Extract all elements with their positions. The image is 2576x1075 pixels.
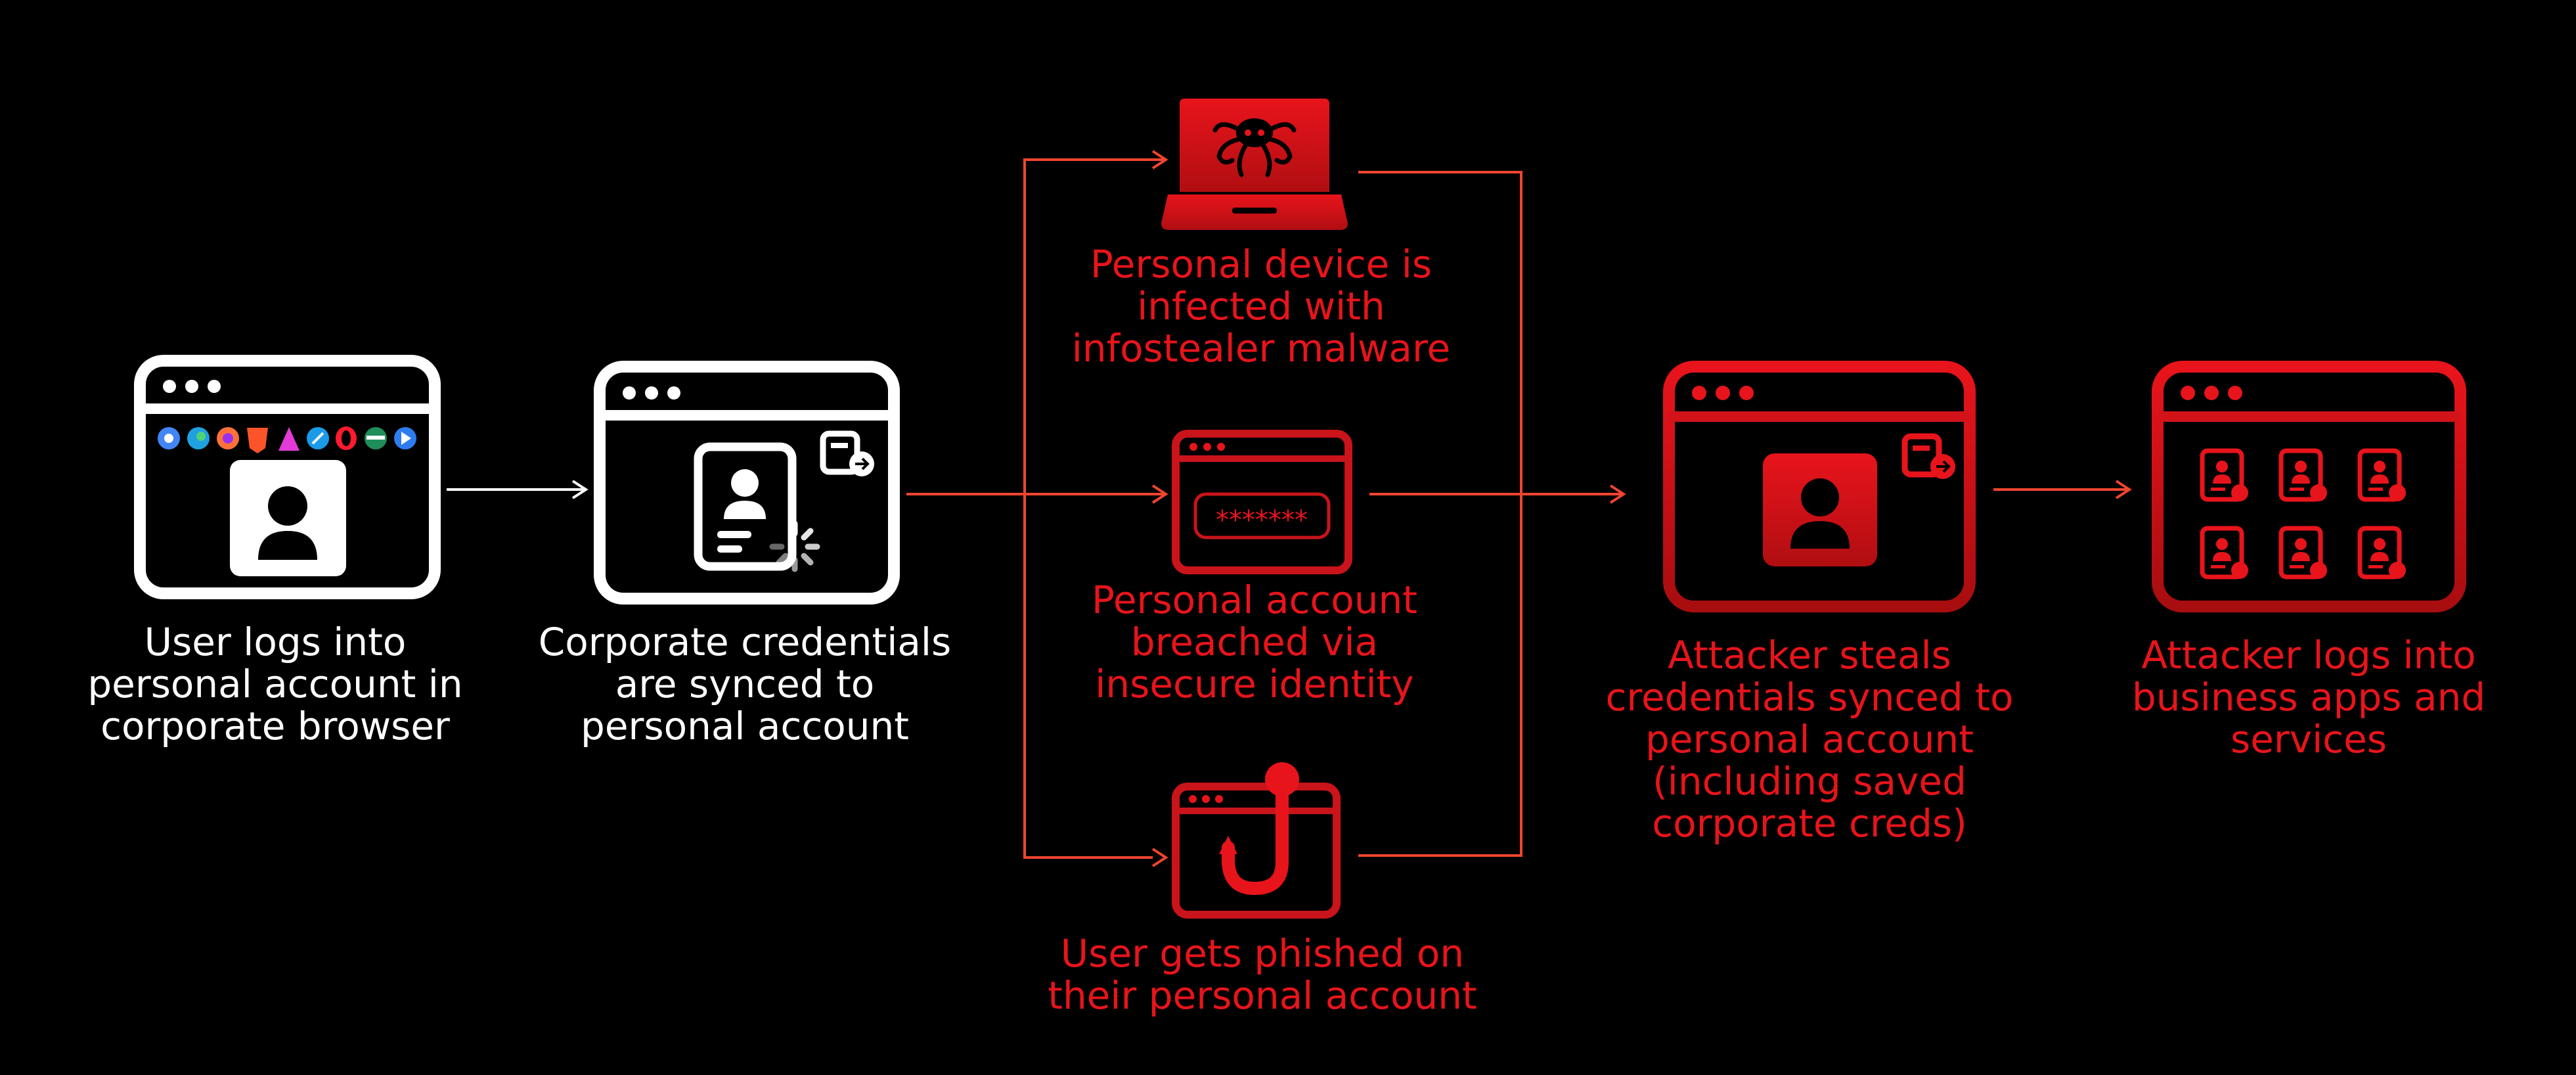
- vector3-label: User gets phished on their personal acco…: [1048, 931, 1477, 1018]
- employee-badge-icon: [2360, 451, 2406, 501]
- octopus-icon: [1212, 118, 1297, 177]
- phishing-hook-icon: [1172, 762, 1341, 919]
- password-mask: *******: [1216, 505, 1308, 536]
- step3-label: Attacker steals credentials synced to pe…: [1605, 633, 2014, 846]
- employee-badge-icon: [2281, 528, 2327, 579]
- step4-label: Attacker logs into business apps and ser…: [2131, 633, 2486, 762]
- browser-login-icon: [134, 355, 441, 599]
- arrow-step3-to-step4: [1993, 480, 2132, 499]
- arrow-step1-to-step2: [447, 480, 588, 499]
- step1-label: User logs into personal account in corpo…: [87, 620, 463, 748]
- vector1-label: Personal device is infected with infoste…: [1071, 242, 1451, 371]
- loading-spinner-icon: [769, 520, 820, 572]
- step2-label: Corporate credentials are synced to pers…: [538, 620, 952, 748]
- credential-sync-icon: [594, 361, 900, 605]
- employee-badge-icon: [2360, 528, 2406, 579]
- business-apps-icon: [2152, 361, 2466, 612]
- employee-badge-icon: [2200, 448, 2248, 502]
- infected-laptop-icon: [1161, 99, 1348, 230]
- branch-lines: [906, 150, 1626, 867]
- sync-drive-icon: [820, 430, 874, 476]
- connectors: [447, 150, 2132, 867]
- stolen-credentials-icon: [1663, 361, 1976, 612]
- password-breach-icon: *******: [1172, 430, 1352, 574]
- employee-badge-icon: [2281, 451, 2327, 501]
- browser-logos-row: [158, 426, 416, 453]
- employee-badge-icon: [2202, 528, 2248, 579]
- sync-drive-icon: [1901, 433, 1955, 479]
- vector2-label: Personal account breached via insecure i…: [1091, 578, 1418, 706]
